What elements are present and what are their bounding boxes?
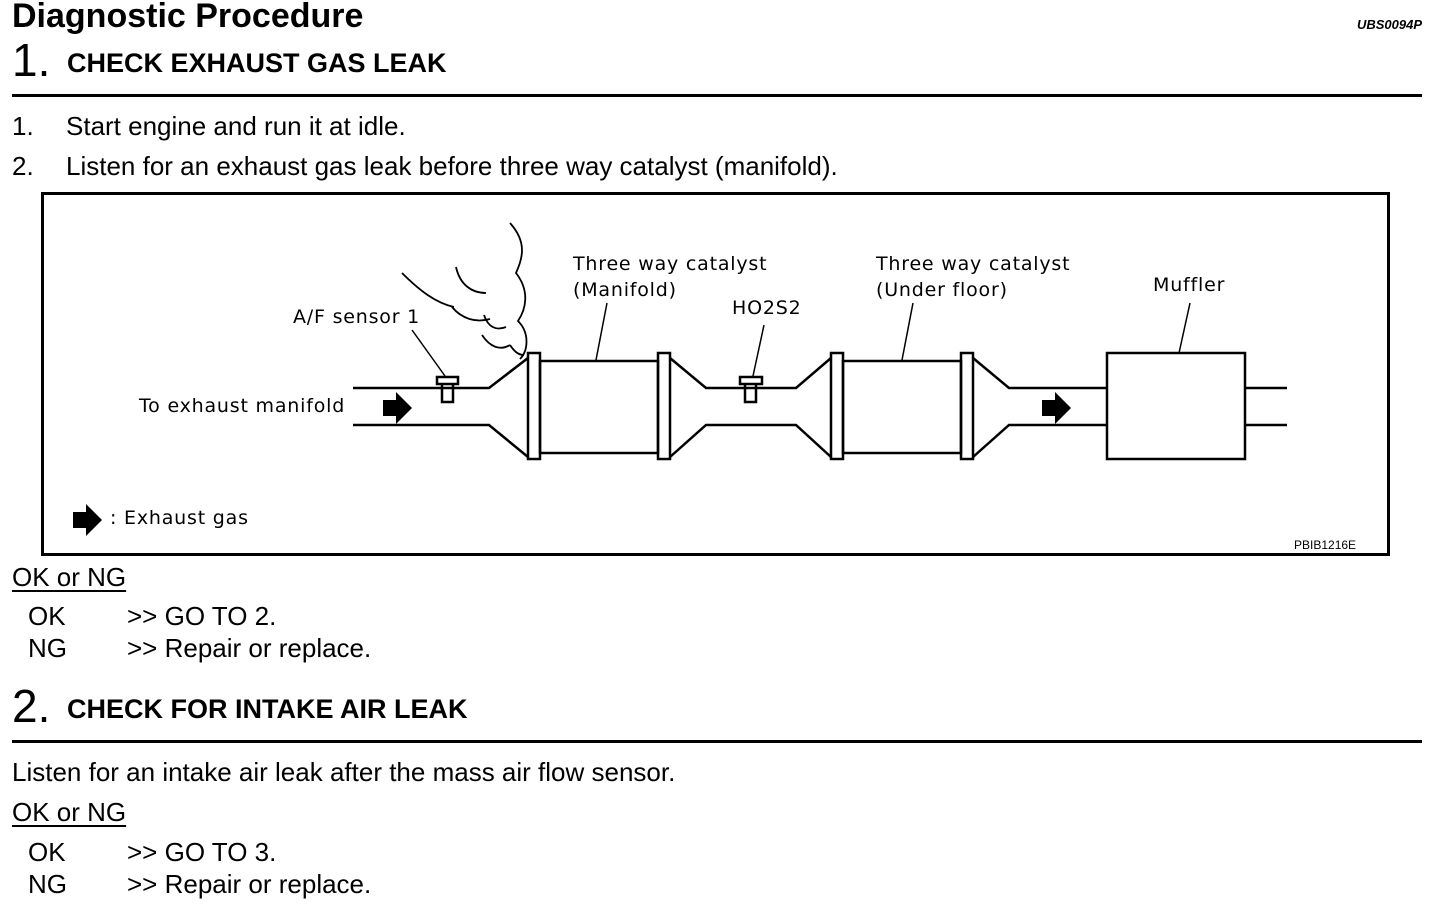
manifold-catalyst-leader [595,302,608,361]
underfloor-catalyst-label-2: (Under floor) [876,279,1008,301]
underfloor-catalyst-body [841,359,963,455]
arrow-icon [1042,392,1071,424]
step-2-ok-key: OK [28,837,66,867]
exhaust-system-drawing [73,222,1287,536]
step-2-ok-action: >> GO TO 3. [127,837,277,867]
step-2-ng-key: NG [28,869,67,899]
instruction-1-number: 1. [12,111,34,141]
step-1-ng-key: NG [28,633,67,663]
step-1-title: CHECK EXHAUST GAS LEAK [67,48,447,78]
instruction-2-text: Listen for an exhaust gas leak before th… [66,151,838,181]
manifold-catalyst-flange-left [526,351,542,461]
legend-label: : Exhaust gas [110,507,249,529]
underfloor-catalyst-flange-right [959,351,975,461]
tail-pipe [1245,386,1287,427]
step-2-instruction: Listen for an intake air leak after the … [12,757,676,787]
ho2s2-sensor-shape [738,375,764,404]
underfloor-catalyst-label-1: Three way catalyst [876,253,1071,275]
legend-arrow-icon [73,504,102,536]
ho2s2-label: HO2S2 [732,297,802,319]
step-2-ng-action: >> Repair or replace. [127,869,372,899]
muffler-label: Muffler [1153,274,1226,296]
manifold-catalyst-body [538,359,660,455]
inlet-pipe [353,357,529,458]
step-1-divider [12,94,1422,97]
manifold-catalyst-label-2: (Manifold) [573,279,677,301]
instruction-2-number: 2. [12,151,34,181]
muffler-leader [1178,302,1191,354]
af-sensor-leader [411,329,446,377]
muffler-pipe [972,357,1107,458]
step-1-ok-action: >> GO TO 2. [127,601,277,631]
arrow-icon [383,392,412,424]
muffler-body [1105,351,1247,461]
af-sensor-shape [435,375,460,404]
flow-arrows [73,392,1071,536]
document-code: UBS0094P [1356,17,1422,32]
step-1-result-heading: OK or NG [12,562,127,592]
instruction-1-text: Start engine and run it at idle. [66,111,406,141]
step-2-divider [12,740,1422,743]
ho2s2-leader [752,324,765,377]
step-2-number: 2. [12,680,51,732]
step-1-ok-key: OK [28,601,66,631]
step-1-ng-action: >> Repair or replace. [127,633,372,663]
exhaust-leak-smoke [401,222,528,360]
middle-pipe [669,357,832,458]
page-title: Diagnostic Procedure [12,0,364,35]
underfloor-catalyst-flange-left [829,351,845,461]
exhaust-system-diagram: A/F sensor 1 Three way catalyst (Manifol… [41,192,1390,556]
underfloor-catalyst-leader [901,302,914,361]
to-exhaust-manifold-label: To exhaust manifold [139,395,346,417]
af-sensor-label: A/F sensor 1 [293,306,421,328]
step-2-title: CHECK FOR INTAKE AIR LEAK [67,694,468,724]
figure-code: PBIB1216E [1294,538,1357,552]
manifold-catalyst-label-1: Three way catalyst [573,253,768,275]
step-2-result-heading: OK or NG [12,797,127,827]
step-1-number: 1. [12,34,51,86]
manifold-catalyst-flange-right [656,351,672,461]
